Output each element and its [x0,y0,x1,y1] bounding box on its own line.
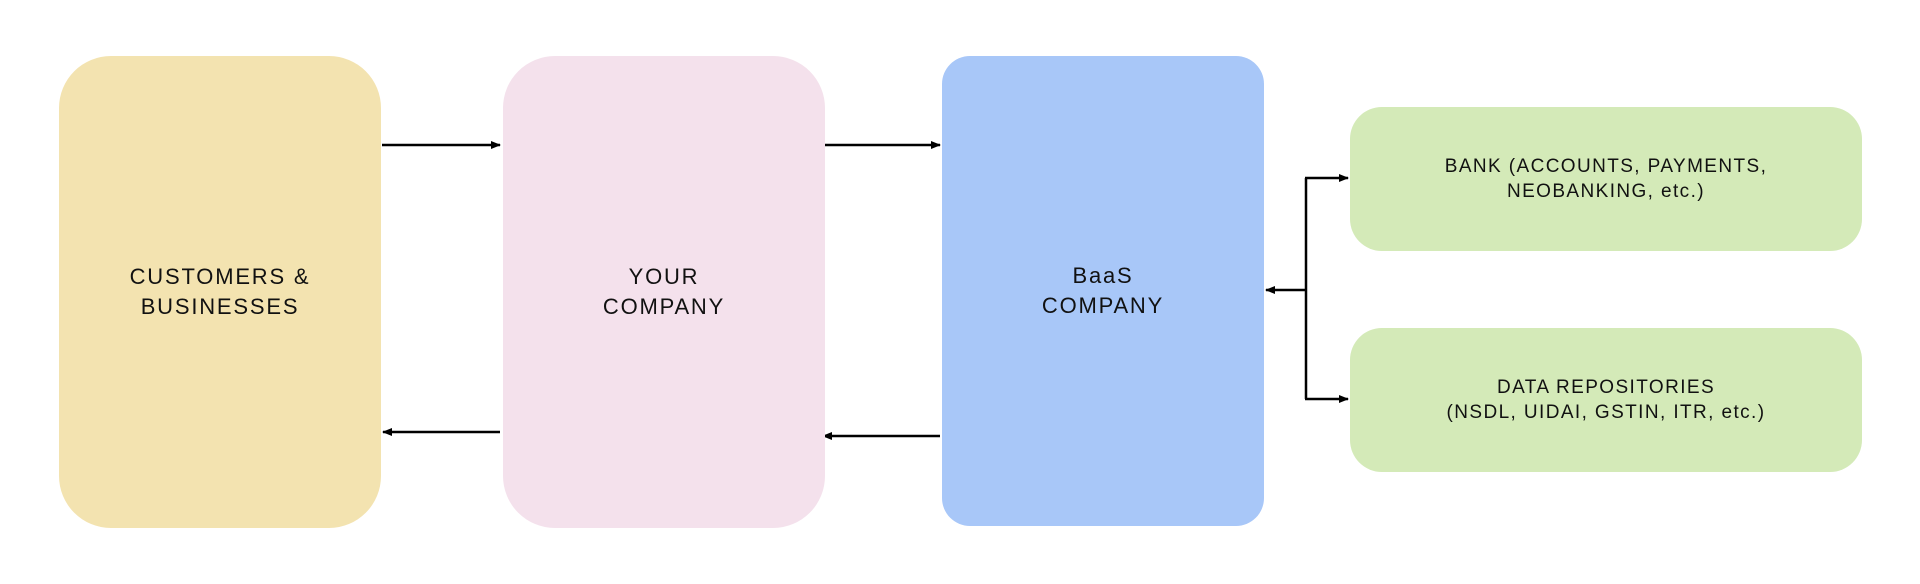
node-baas-company-label: BaaS COMPANY [1042,261,1164,321]
node-bank-line2: NEOBANKING, etc.) [1506,181,1705,202]
node-your-company-line1: YOUR [628,264,700,289]
node-data-repositories-label: DATA REPOSITORIES (NSDL, UIDAI, GSTIN, I… [1447,375,1766,425]
node-data-repositories-line1: DATA REPOSITORIES [1496,377,1716,398]
node-your-company-line2: COMPANY [602,294,726,319]
node-bank-label: BANK (ACCOUNTS, PAYMENTS, NEOBANKING, et… [1445,154,1768,204]
node-data-repositories-line2: (NSDL, UIDAI, GSTIN, ITR, etc.) [1446,402,1766,423]
node-customers-line2: BUSINESSES [140,294,300,319]
node-customers-label: CUSTOMERS & BUSINESSES [130,262,311,322]
node-baas-company: BaaS COMPANY [942,56,1264,526]
node-customers-businesses: CUSTOMERS & BUSINESSES [59,56,381,528]
node-your-company-label: YOUR COMPANY [603,262,725,322]
node-your-company: YOUR COMPANY [503,56,825,528]
node-baas-company-line2: COMPANY [1041,293,1165,318]
node-customers-line1: CUSTOMERS & [129,264,311,289]
node-bank-line1: BANK (ACCOUNTS, PAYMENTS, [1444,156,1768,177]
node-bank: BANK (ACCOUNTS, PAYMENTS, NEOBANKING, et… [1350,107,1862,251]
node-baas-company-line1: BaaS [1072,263,1134,288]
node-data-repositories: DATA REPOSITORIES (NSDL, UIDAI, GSTIN, I… [1350,328,1862,472]
